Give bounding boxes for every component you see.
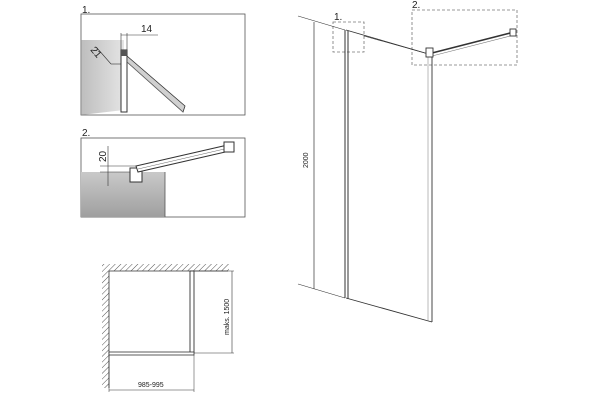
detail-1-dim-14: 14	[141, 24, 153, 35]
detail-1-label: 1.	[82, 5, 90, 16]
plan-wall-left	[102, 264, 109, 388]
stabilizer-bar	[431, 31, 515, 54]
elevation-dim-2000: 2000	[303, 152, 310, 168]
detail-1-wall	[81, 40, 124, 115]
elevation-view: 1. 2. 2000	[297, 0, 518, 323]
elevation-callout-1: 1.	[334, 12, 342, 23]
plan-view: maks. 1500 985-995	[102, 264, 234, 392]
detail-1: 1. 14 21	[80, 5, 246, 116]
detail-2: 2. 20	[80, 128, 246, 218]
height-dim-ext-top	[297, 15, 346, 31]
detail-1-glass-edge	[126, 61, 184, 113]
stabilizer-bracket	[425, 47, 434, 58]
detail-1-profile-top	[121, 50, 127, 56]
plan-stabilizer	[108, 351, 195, 356]
detail-2-wall	[81, 172, 165, 217]
plan-dim-length: maks. 1500	[224, 299, 231, 335]
elevation-callout-2-box	[411, 9, 518, 66]
detail-2-bar-edge	[137, 146, 234, 170]
glass-bottom-edge	[345, 297, 433, 323]
stabilizer-bar-lower	[431, 34, 515, 57]
detail-1-profile	[120, 49, 128, 113]
detail-2-dim-20: 20	[98, 150, 109, 162]
stabilizer-wall-mount	[509, 28, 517, 37]
plan-dim-width: 985-995	[138, 382, 164, 389]
plan-wall-top	[109, 264, 229, 271]
plan-glass-panel	[189, 270, 195, 354]
stabilizer-extension	[363, 35, 433, 56]
detail-2-bar-end	[223, 141, 235, 153]
detail-1-dim-21-line	[96, 47, 112, 65]
detail-2-label: 2.	[82, 128, 90, 139]
elevation-callout-2: 2.	[412, 0, 420, 11]
height-dim-ext-bottom	[297, 283, 346, 299]
